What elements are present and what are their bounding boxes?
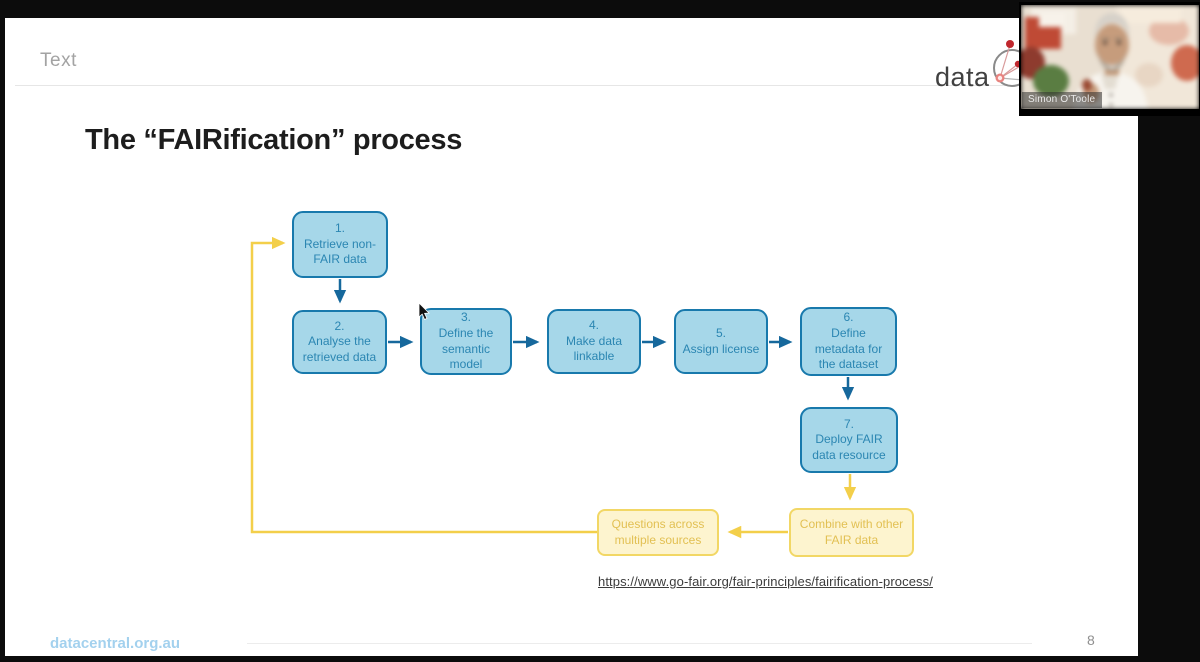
participant-name-label: Simon O'Toole — [1022, 92, 1103, 108]
flow-step-7-deploy-fair-data-resource: 7. Deploy FAIR data resource — [800, 407, 898, 473]
flow-node-questions-across-sources: Questions across multiple sources — [597, 509, 719, 556]
step-label: Analyse the retrieved data — [302, 334, 377, 364]
flow-step-3-define-semantic-model: 3. Define the semantic model — [420, 308, 512, 375]
data-sphere-icon — [993, 40, 1031, 87]
header-divider — [15, 85, 1065, 86]
text-tool-label: Text — [40, 50, 77, 71]
step-label: Questions across multiple sources — [611, 516, 705, 547]
flow-step-2-analyse-retrieved-data: 2. Analyse the retrieved data — [292, 310, 387, 374]
webcam-video-tile[interactable]: Simon O'Toole — [1020, 3, 1200, 115]
flow-step-4-make-data-linkable: 4. Make data linkable — [547, 309, 641, 374]
flow-step-6-define-metadata: 6. Define metadata for the dataset — [800, 307, 897, 376]
step-number: 7. — [843, 416, 854, 431]
flow-node-combine-other-fair-data: Combine with other FAIR data — [789, 508, 914, 557]
source-url-link[interactable]: https://www.go-fair.org/fair-principles/… — [598, 574, 933, 589]
step-label: Deploy FAIR data resource — [812, 432, 886, 462]
step-label: Assign license — [682, 341, 760, 356]
step-number: 5. — [715, 325, 726, 340]
step-number: 4. — [588, 318, 599, 333]
slide-title: The “FAIRification” process — [85, 124, 463, 156]
slide-page-number: 8 — [1087, 632, 1095, 648]
step-number: 3. — [460, 310, 471, 325]
step-label: Retrieve non-FAIR data — [303, 236, 377, 267]
step-label: Combine with other FAIR data — [799, 516, 904, 547]
flow-step-1-retrieve-non-fair-data: 1. Retrieve non-FAIR data — [292, 211, 388, 278]
datacentral-footer-link[interactable]: datacentral.org.au — [50, 635, 181, 652]
step-label: Define metadata for the dataset — [814, 325, 883, 372]
step-number: 6. — [843, 310, 854, 325]
mouse-cursor — [418, 303, 430, 321]
logo-wordmark: data — [935, 62, 990, 92]
step-number: 2. — [334, 318, 345, 333]
flow-step-5-assign-license: 5. Assign license — [674, 309, 768, 374]
step-label: Make data linkable — [565, 333, 623, 364]
step-label: Define the semantic model — [438, 325, 494, 372]
step-number: 1. — [334, 221, 345, 236]
data-central-logo: data — [935, 38, 1031, 100]
footer-divider — [247, 643, 1032, 644]
webcam-feed — [1021, 5, 1199, 109]
presentation-slide: Text data The “FAIRification” process — [5, 18, 1138, 656]
